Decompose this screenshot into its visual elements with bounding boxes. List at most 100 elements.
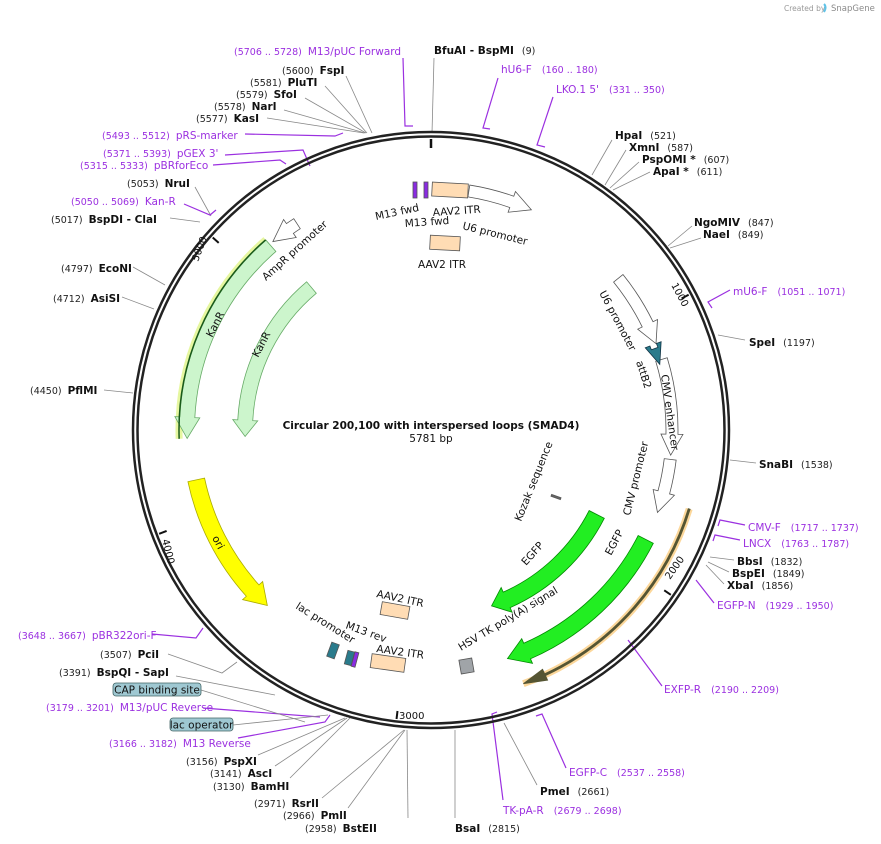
primer-label[interactable]: (5706 .. 5728)M13/pUC Forward [234, 46, 401, 58]
aav2-itr-box[interactable] [429, 234, 461, 252]
restriction-site[interactable]: (4712)AsiSI [53, 293, 120, 305]
primer-label[interactable]: (5493 .. 5512)pRS-marker [102, 130, 238, 142]
restriction-site[interactable]: BfuAI - BspMI(9) [434, 45, 535, 57]
restriction-site[interactable]: (2971)RsrII [254, 798, 319, 810]
feature-label[interactable]: M13 fwd [404, 215, 449, 230]
kanr-feature-inner[interactable] [231, 281, 317, 438]
m13-rev-marker[interactable] [350, 651, 360, 668]
cmv-enhancer-feature[interactable] [655, 357, 684, 457]
restriction-site[interactable]: ApaI *(611) [653, 166, 722, 178]
primer-range: (1929 .. 1950) [766, 601, 834, 612]
m13-fwd-marker[interactable] [412, 181, 418, 199]
site-name: PmlI [321, 810, 347, 822]
aav2-itr-box[interactable] [369, 653, 407, 673]
ampr-promoter-feature[interactable] [272, 218, 301, 243]
site-name: BspQI - SapI [97, 667, 169, 679]
site-leader-line [132, 266, 166, 286]
feature-label[interactable]: attB2 [633, 359, 653, 390]
feature-label[interactable]: U6 promoter [461, 220, 529, 248]
primer-label[interactable]: TK-pA-R(2679 .. 2698) [502, 805, 622, 817]
primer-label[interactable]: (5315 .. 5333)pBRforEco [80, 160, 208, 172]
restriction-site[interactable]: PmeI(2661) [540, 786, 609, 798]
site-position: (2815) [488, 824, 520, 835]
restriction-site[interactable]: PspOMI *(607) [642, 154, 729, 166]
feature-label[interactable]: AAV2 ITR [432, 204, 481, 219]
site-name: SfoI [274, 89, 297, 101]
primer-label[interactable]: EGFP-C(2537 .. 2558) [569, 767, 685, 779]
primer-label[interactable]: EGFP-N(1929 .. 1950) [717, 600, 833, 612]
restriction-site[interactable]: (2958)BstEII [305, 823, 377, 835]
restriction-site[interactable]: NgoMIV(847) [694, 217, 774, 229]
primer-label[interactable]: (5371 .. 5393)pGEX 3' [103, 148, 218, 160]
kozak-marker[interactable] [550, 493, 562, 501]
restriction-site[interactable]: (5017)BspDI - ClaI [51, 214, 157, 226]
restriction-site[interactable]: (5581)PluTI [250, 77, 317, 89]
attb2-feature[interactable] [644, 341, 662, 366]
egfp-feature-inner[interactable] [490, 510, 605, 613]
restriction-site[interactable]: SpeI(1197) [749, 337, 815, 349]
feature-label[interactable]: CMV promoter [621, 440, 651, 517]
feature-label[interactable]: EGFP [603, 528, 626, 558]
restriction-site[interactable]: (5577)KasI [196, 113, 259, 125]
site-name: HpaI [615, 130, 642, 142]
restriction-site[interactable]: (3507)PciI [100, 649, 159, 661]
site-position: (4450) [30, 386, 62, 397]
cmv-promoter-feature[interactable] [652, 458, 677, 514]
aav2-itr-box[interactable] [379, 601, 411, 620]
boxed-feature-badge[interactable] [112, 682, 202, 697]
restriction-site[interactable]: (5053)NruI [127, 178, 190, 190]
feature-label[interactable]: AAV2 ITR [418, 259, 466, 271]
feature-label[interactable]: ori [209, 534, 226, 552]
restriction-site[interactable]: HpaI(521) [615, 130, 676, 142]
restriction-site[interactable]: (3141)AscI [210, 768, 272, 780]
restriction-site[interactable]: BsaI(2815) [455, 823, 520, 835]
primer-leader-line [535, 713, 567, 769]
site-name: NgoMIV [694, 217, 741, 229]
primer-label[interactable]: mU6-F(1051 .. 1071) [733, 286, 845, 298]
restriction-site[interactable]: (5600)FspI [282, 65, 344, 77]
feature-label[interactable]: EGFP [519, 540, 546, 568]
primer-label[interactable]: LKO.1 5' (331 .. 350) [556, 84, 665, 96]
m13-fwd-marker[interactable] [423, 181, 429, 199]
primer-leader-line [707, 289, 731, 309]
feature-label[interactable]: Kozak sequence [513, 440, 556, 523]
ori-feature[interactable] [187, 477, 268, 607]
boxed-feature-badge[interactable] [169, 717, 234, 732]
restriction-site[interactable]: (4450)PflMI [30, 385, 97, 397]
primer-label[interactable]: (3179 .. 3201)M13/pUC Reverse [46, 702, 213, 714]
restriction-site[interactable]: XbaI(1856) [727, 580, 793, 592]
primer-name: LKO.1 5' [556, 84, 599, 96]
primer-range: (331 .. 350) [609, 85, 665, 96]
hsv-tk-polya-box[interactable] [458, 657, 475, 675]
restriction-site[interactable]: (5578)NarI [214, 101, 277, 113]
egfp-feature-outer[interactable] [506, 535, 654, 664]
restriction-site[interactable]: NaeI(849) [703, 229, 763, 241]
restriction-site[interactable]: (2966)PmlI [283, 810, 347, 822]
exfp-strand[interactable] [523, 508, 691, 685]
restriction-site[interactable]: SnaBI(1538) [759, 459, 833, 471]
restriction-site[interactable]: BspEI(1849) [732, 568, 804, 580]
lac-element[interactable] [326, 641, 340, 660]
aav2-itr-box[interactable] [431, 181, 469, 199]
restriction-site[interactable]: BbsI(1832) [737, 556, 802, 568]
restriction-site[interactable]: (3156)PspXI [186, 756, 257, 768]
primer-label[interactable]: hU6-F(160 .. 180) [501, 64, 598, 76]
scale-tick-label: 4000 [159, 538, 176, 565]
u6-promoter-feature-top[interactable] [467, 184, 533, 213]
primer-label[interactable]: (3166 .. 3182)M13 Reverse [109, 738, 251, 750]
primer-label[interactable]: EXFP-R(2190 .. 2209) [664, 684, 779, 696]
primer-label[interactable]: CMV-F(1717 .. 1737) [748, 522, 859, 534]
primer-name: pBR322ori-F [92, 630, 157, 642]
primer-label[interactable]: LNCX(1763 .. 1787) [743, 538, 849, 550]
restriction-site[interactable]: (3391)BspQI - SapI [59, 667, 169, 679]
primer-label[interactable]: (3648 .. 3667)pBR322ori-F [18, 630, 157, 642]
primer-label[interactable]: (5050 .. 5069)Kan-R [71, 196, 176, 208]
restriction-site[interactable]: (3130)BamHI [213, 781, 289, 793]
restriction-site[interactable]: (5579)SfoI [236, 89, 297, 101]
site-position: (3141) [210, 769, 242, 780]
restriction-site[interactable]: (4797)EcoNI [61, 263, 132, 275]
site-leader-line [257, 717, 346, 756]
u6-promoter-feature-right[interactable] [613, 273, 658, 345]
site-leader-line [321, 729, 405, 799]
restriction-site[interactable]: XmnI(587) [629, 142, 693, 154]
